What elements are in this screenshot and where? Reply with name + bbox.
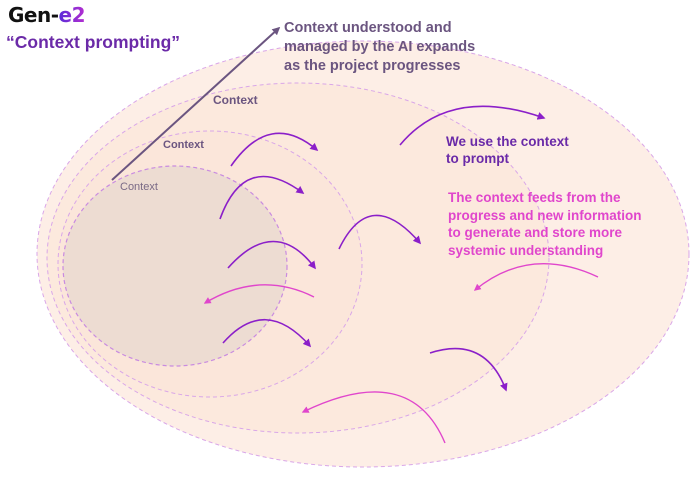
feeds-line: to generate and store more (448, 225, 623, 240)
feedback-arrow (473, 263, 599, 291)
context-ring-inner (62, 165, 288, 367)
feedback-arrow (203, 284, 315, 304)
brand-prefix: Gen- (8, 3, 59, 27)
prompt-arrow (429, 347, 508, 392)
expansion-line: managed by the AI expands (284, 39, 476, 55)
context-label-middle: Context (163, 139, 204, 151)
feeds-annotation: The context feeds from the progress and … (448, 189, 642, 259)
feedback-arrow (301, 391, 446, 444)
feeds-line: systemic understanding (448, 242, 604, 258)
context-label-inner: Context (120, 181, 158, 193)
prompt-line: to prompt (446, 151, 509, 166)
prompt-arrow (338, 214, 422, 250)
expansion-line: Context understood and (284, 20, 452, 36)
brand-logo: Gen-e2 (8, 3, 86, 27)
brand-suffix: e2 (58, 3, 86, 27)
context-growth-arrow (111, 26, 281, 181)
feeds-line: The context feeds from the (448, 190, 621, 205)
context-label-outer: Context (213, 93, 258, 107)
expansion-annotation: Context understood and managed by the AI… (284, 19, 475, 76)
prompt-annotation: We use the context to prompt (446, 133, 569, 167)
prompt-arrow (227, 240, 316, 270)
expansion-line: as the project progresses (284, 58, 461, 74)
prompt-arrow (219, 175, 305, 220)
prompt-arrow (230, 132, 319, 167)
prompt-line: We use the context (446, 134, 569, 149)
prompt-arrow (399, 105, 546, 146)
diagram-subtitle: “Context prompting” (6, 32, 181, 52)
prompt-arrow (222, 319, 312, 348)
feeds-line: progress and new information (448, 207, 642, 223)
